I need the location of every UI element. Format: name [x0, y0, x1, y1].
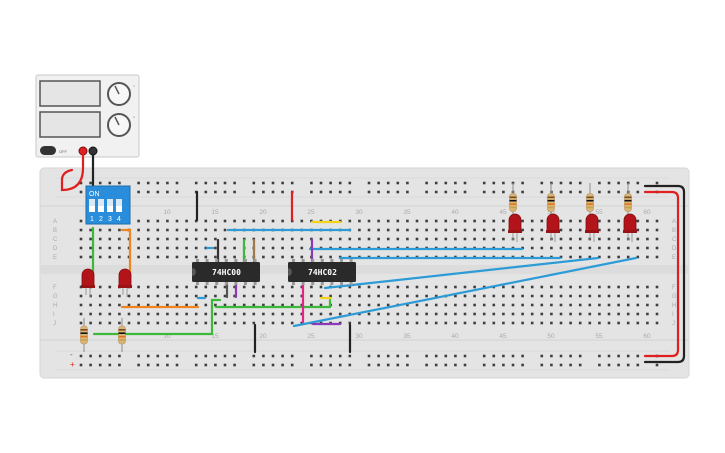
- knob-label-v: V: [133, 84, 135, 88]
- wire-orange-dip4[interactable]: [120, 228, 132, 287]
- dip-pos-3: 3: [108, 216, 112, 223]
- wire-black-right-rail[interactable]: [643, 184, 686, 364]
- resistor[interactable]: [624, 193, 632, 212]
- led-red[interactable]: [118, 268, 132, 288]
- led-red[interactable]: [585, 213, 599, 233]
- column-number: 40: [451, 333, 459, 340]
- resistor[interactable]: [547, 193, 555, 212]
- dip-toggle[interactable]: [116, 199, 122, 212]
- column-number: 60: [643, 333, 651, 340]
- display-ch2: [39, 111, 101, 138]
- column-number: 15: [211, 209, 219, 216]
- column-number: 30: [355, 209, 363, 216]
- dip-toggle[interactable]: [89, 199, 95, 212]
- column-number: 35: [403, 333, 411, 340]
- dip-toggle[interactable]: [107, 199, 113, 212]
- column-number: 20: [259, 209, 267, 216]
- column-number: 20: [259, 333, 267, 340]
- wires[interactable]: [60, 153, 686, 364]
- row-letter: E: [672, 255, 676, 261]
- led-red[interactable]: [623, 213, 637, 233]
- led-red[interactable]: [81, 268, 95, 288]
- rail-plus-label: +: [70, 360, 75, 369]
- resistor[interactable]: [509, 193, 517, 212]
- center-channel: [40, 265, 689, 274]
- column-number: 55: [595, 333, 603, 340]
- column-number: 25: [307, 333, 315, 340]
- chip-74hc02[interactable]: 74HC02: [288, 262, 356, 282]
- column-number: 50: [547, 333, 555, 340]
- row-letter: J: [53, 321, 56, 327]
- row-letter: B: [672, 228, 676, 234]
- resistor[interactable]: [118, 325, 126, 345]
- terminal-negative[interactable]: [88, 146, 98, 156]
- power-switch[interactable]: [40, 146, 56, 155]
- dip-switch[interactable]: ON 1 2 3 4: [85, 185, 131, 225]
- dip-pos-4: 4: [117, 216, 121, 223]
- components[interactable]: [80, 183, 638, 352]
- row-letter: I: [672, 312, 674, 318]
- column-number: 45: [499, 209, 507, 216]
- power-switch-label: OFF: [59, 149, 68, 154]
- row-letter: H: [672, 303, 676, 309]
- resistor[interactable]: [586, 193, 594, 212]
- row-letter: H: [53, 303, 57, 309]
- display-ch1: [39, 80, 101, 107]
- column-number: 25: [307, 209, 315, 216]
- row-letter: C: [672, 237, 677, 243]
- dip-pos-1: 1: [90, 216, 94, 223]
- wire-red-power-lead[interactable]: [60, 153, 85, 192]
- row-letter: J: [672, 321, 675, 327]
- row-letter: F: [53, 285, 57, 291]
- dip-on-label: ON: [89, 191, 100, 198]
- column-number: 40: [451, 209, 459, 216]
- column-number: 10: [163, 209, 171, 216]
- column-number: 60: [643, 209, 651, 216]
- column-number: 30: [355, 333, 363, 340]
- column-number: 10: [163, 333, 171, 340]
- wire-blue-diag-2[interactable]: [292, 256, 638, 328]
- row-letter: C: [53, 237, 58, 243]
- row-letter: G: [672, 294, 677, 300]
- chip-label-1: 74HC00: [212, 268, 241, 277]
- column-number: 55: [595, 209, 603, 216]
- led-red[interactable]: [508, 213, 522, 233]
- chip-74hc00[interactable]: 74HC00: [192, 262, 260, 282]
- row-letter: E: [53, 255, 57, 261]
- resistor[interactable]: [80, 325, 88, 345]
- wire-blue-diag-1[interactable]: [323, 256, 600, 290]
- rail-minus-label: -: [70, 350, 73, 359]
- column-number: 45: [499, 333, 507, 340]
- terminal-positive[interactable]: [78, 146, 88, 156]
- row-letter: A: [672, 219, 676, 225]
- column-numbers-bottom: 10 15 20 25 30 35 40 45 50 55 60: [163, 333, 651, 340]
- row-letter: I: [53, 312, 55, 318]
- chip-label-2: 74HC02: [308, 268, 337, 277]
- wire-red-right-rail[interactable]: [643, 190, 680, 358]
- dip-toggle[interactable]: [98, 199, 104, 212]
- knob-label-a: A: [133, 115, 135, 119]
- led-red[interactable]: [546, 213, 560, 233]
- row-letter: D: [672, 246, 677, 252]
- dip-pos-2: 2: [99, 216, 103, 223]
- row-letter: B: [53, 228, 57, 234]
- column-number: 15: [211, 333, 219, 340]
- row-letter: G: [53, 294, 58, 300]
- power-supply[interactable]: V A OFF: [35, 74, 140, 158]
- wire-green-bottom[interactable]: [92, 298, 222, 336]
- column-number: 35: [403, 209, 411, 216]
- row-letter: D: [53, 246, 58, 252]
- row-letter: F: [672, 285, 676, 291]
- row-letter: A: [53, 219, 57, 225]
